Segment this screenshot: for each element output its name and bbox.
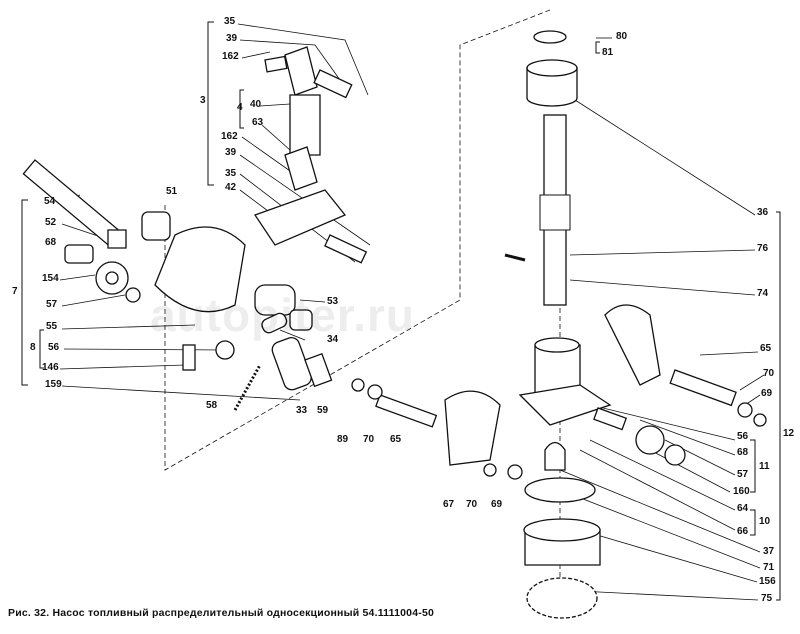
- callout-label: 56: [48, 342, 60, 353]
- callout-label: 159: [45, 379, 62, 390]
- watermark: autopiter.ru: [150, 289, 416, 341]
- part-spring: [544, 441, 566, 471]
- part-51-sleeve: [141, 211, 171, 241]
- part-65-pin-left: [375, 394, 438, 428]
- callout-label: 89: [337, 434, 349, 445]
- part-65-pin: [669, 369, 737, 407]
- part-40-spring: [289, 94, 321, 156]
- callout-label: 154: [42, 273, 59, 284]
- callout-label: 69: [491, 499, 503, 510]
- group-label: 3: [200, 95, 206, 106]
- part-36-bushing: [526, 67, 578, 107]
- callout-label: 35: [224, 16, 236, 27]
- callout-label: 81: [602, 47, 614, 58]
- callout-label: 162: [221, 131, 238, 142]
- part-lever-body: [154, 226, 246, 313]
- part-80-seal: [533, 30, 567, 44]
- callout-label: 35: [225, 168, 237, 179]
- part-67-cam: [444, 390, 501, 466]
- part-lever: [604, 304, 661, 386]
- callout-label: 39: [225, 147, 237, 158]
- part-37-disc: [524, 477, 596, 503]
- callout-label: 56: [737, 431, 749, 442]
- callout-label: 63: [252, 117, 264, 128]
- group-label: 12: [783, 428, 795, 439]
- callout-label: 58: [206, 400, 218, 411]
- callout-label: 57: [737, 469, 749, 480]
- callout-label: 162: [222, 51, 239, 62]
- part-59-pin: [304, 353, 333, 388]
- callout-label: 74: [757, 288, 769, 299]
- part-plate: [284, 46, 318, 96]
- callout-label: 64: [737, 503, 749, 514]
- callout-label: 42: [225, 182, 237, 193]
- callout-label: 70: [363, 434, 375, 445]
- callout-label: 69: [761, 388, 773, 399]
- callout-label: 53: [327, 296, 339, 307]
- callout-label: 65: [390, 434, 402, 445]
- callout-label: 40: [250, 99, 262, 110]
- callout-label: 59: [317, 405, 329, 416]
- callout-label: 75: [761, 593, 773, 604]
- callout-label: 51: [166, 186, 178, 197]
- callout-label: 66: [737, 526, 749, 537]
- group-label: 4: [237, 102, 243, 113]
- callout-label: 156: [759, 576, 776, 587]
- part-54-axle: [22, 159, 121, 246]
- group-label: 10: [759, 516, 771, 527]
- group-label: 7: [12, 286, 18, 297]
- callout-label: 80: [616, 31, 628, 42]
- callout-label: 160: [733, 486, 750, 497]
- callout-label: 52: [45, 217, 57, 228]
- callout-label: 71: [763, 562, 775, 573]
- callout-label: 34: [327, 334, 339, 345]
- parts: [22, 30, 767, 619]
- callout-label: 68: [45, 237, 57, 248]
- callout-label: 54: [44, 196, 56, 207]
- callout-label: 55: [46, 321, 58, 332]
- callout-label: 146: [42, 362, 59, 373]
- callout-label: 37: [763, 546, 775, 557]
- callout-label: 76: [757, 243, 769, 254]
- callout-label: 57: [46, 299, 58, 310]
- callout-label: 70: [763, 368, 775, 379]
- callout-label: 68: [737, 447, 749, 458]
- callout-label: 39: [226, 33, 238, 44]
- callout-label: 65: [760, 343, 772, 354]
- group-label: 8: [30, 342, 36, 353]
- callout-label: 67: [443, 499, 455, 510]
- part-bearing: [635, 425, 665, 455]
- callout-label: 36: [757, 207, 769, 218]
- part-75-gear: [526, 577, 598, 619]
- callout-label: 70: [466, 499, 478, 510]
- callout-label: 33: [296, 405, 308, 416]
- figure-caption: Рис. 32. Насос топливный распределительн…: [8, 607, 435, 619]
- part-39-pin: [313, 69, 353, 99]
- group-brackets: [21, 21, 781, 601]
- group-label: 11: [759, 461, 770, 472]
- part-58-spring: [233, 364, 262, 411]
- part-42-block: [253, 189, 347, 246]
- part-33-link: [271, 337, 312, 391]
